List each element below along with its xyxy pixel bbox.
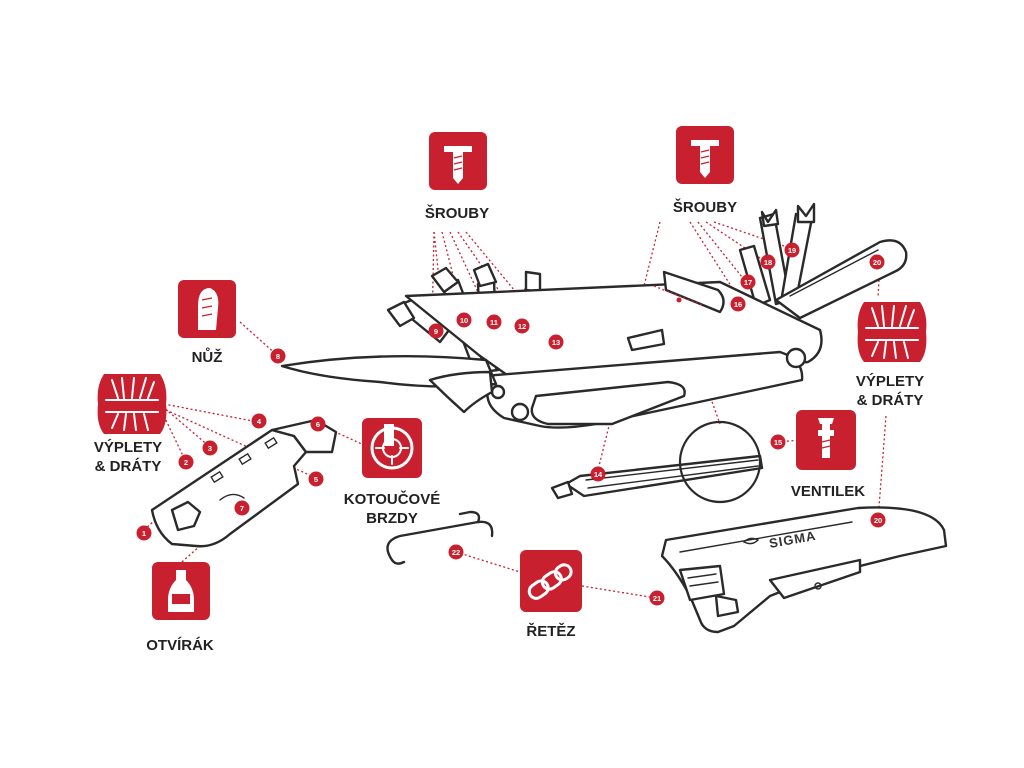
- badge-1: 1: [136, 525, 152, 541]
- screwdriver-bit-14: [550, 420, 764, 504]
- badge-3: 3: [202, 440, 218, 456]
- tire-lever-slot: [653, 270, 725, 314]
- label-srouby-left: ŠROUBY: [425, 204, 489, 222]
- svg-text:8: 8: [276, 352, 280, 361]
- label-ventilek: VENTILEK: [791, 483, 865, 500]
- badge-13: 13: [548, 334, 564, 350]
- svg-text:11: 11: [490, 318, 498, 327]
- badge-8: 8: [270, 348, 286, 364]
- svg-text:6: 6: [316, 420, 320, 429]
- label-retez: ŘETĚZ: [526, 622, 575, 640]
- label-vyplety-left-1: VÝPLETY: [94, 438, 162, 456]
- spoke-wrench-plate: [150, 418, 338, 548]
- badge-10: 10: [456, 312, 472, 328]
- number-badges: 1 2 3 4 5 6 7 8 9 10 11 12 13 14 15 16 1…: [136, 242, 886, 606]
- badge-21: 21: [649, 590, 665, 606]
- spoke-wheel-icon: [857, 302, 927, 362]
- svg-text:14: 14: [594, 470, 603, 479]
- badge-17: 17: [740, 274, 756, 290]
- badge-16: 16: [730, 296, 746, 312]
- svg-text:20: 20: [874, 516, 882, 525]
- svg-text:4: 4: [257, 417, 262, 426]
- label-vyplety-right-2: & DRÁTY: [857, 392, 924, 409]
- s-hook: [386, 510, 494, 565]
- badge-19: 19: [784, 242, 800, 258]
- svg-text:20: 20: [873, 258, 881, 267]
- label-kotoucove-2: BRZDY: [366, 510, 418, 527]
- disc-brake-icon: [362, 418, 422, 478]
- knife-blade: [280, 354, 498, 414]
- svg-text:1: 1: [142, 529, 146, 538]
- badge-6: 6: [310, 416, 326, 432]
- svg-text:7: 7: [240, 504, 244, 513]
- badge-20-arm: 20: [869, 254, 885, 270]
- badge-18: 18: [760, 254, 776, 270]
- badge-20-chain-tool: 20: [870, 512, 886, 528]
- label-kotoucove-1: KOTOUČOVÉ: [344, 490, 440, 508]
- label-vyplety-right-1: VÝPLETY: [856, 372, 924, 390]
- bottle-icon: [152, 562, 210, 620]
- svg-text:21: 21: [653, 594, 661, 603]
- svg-text:22: 22: [452, 548, 460, 557]
- badge-7: 7: [234, 500, 250, 516]
- screw-icon: [429, 132, 487, 190]
- badge-22: 22: [448, 544, 464, 560]
- label-otvirak: OTVÍRÁK: [146, 637, 214, 654]
- spoke-wheel-icon: [97, 374, 167, 434]
- badge-9: 9: [428, 323, 444, 339]
- knife-icon: [178, 280, 236, 338]
- badge-2: 2: [178, 454, 194, 470]
- svg-text:19: 19: [788, 246, 796, 255]
- label-vyplety-left-2: & DRÁTY: [95, 458, 162, 475]
- badge-5: 5: [308, 471, 324, 487]
- valve-icon: [796, 410, 856, 470]
- badge-12: 12: [514, 318, 530, 334]
- chain-tool: SIGMA: [660, 506, 948, 634]
- svg-text:9: 9: [434, 327, 438, 336]
- screw-icon: [676, 126, 734, 184]
- svg-text:12: 12: [518, 322, 526, 331]
- badge-11: 11: [486, 314, 502, 330]
- svg-text:16: 16: [734, 300, 742, 309]
- badge-14: 14: [590, 466, 606, 482]
- chain-icon: [520, 550, 582, 612]
- svg-text:3: 3: [208, 444, 212, 453]
- label-nuz: NŮŽ: [192, 347, 223, 366]
- svg-text:10: 10: [460, 316, 468, 325]
- svg-text:2: 2: [184, 458, 188, 467]
- badge-15: 15: [770, 434, 786, 450]
- badge-4: 4: [251, 413, 267, 429]
- multitool-body: [280, 202, 908, 429]
- svg-text:15: 15: [774, 438, 782, 447]
- svg-text:5: 5: [314, 475, 318, 484]
- svg-text:18: 18: [764, 258, 772, 267]
- svg-text:17: 17: [744, 278, 752, 287]
- svg-text:13: 13: [552, 338, 560, 347]
- label-srouby-right: ŠROUBY: [673, 198, 737, 216]
